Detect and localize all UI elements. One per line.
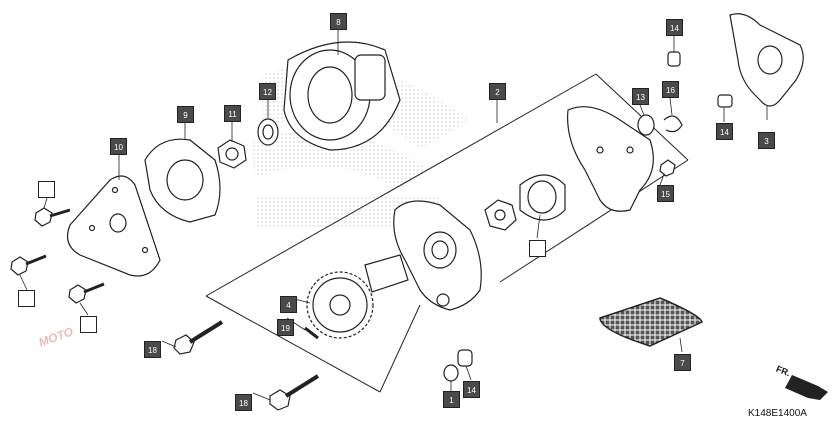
part-4-driven-gear (306, 271, 374, 339)
leader-lines (19, 30, 768, 401)
part-8-rotor-housing (283, 41, 401, 151)
inner-rotor (484, 174, 566, 231)
callout-18-upper[interactable]: 18 (144, 341, 161, 358)
part-13-seal (637, 114, 655, 136)
front-direction-arrow (785, 375, 828, 400)
part-11-nut (217, 139, 247, 169)
callout-14-top[interactable]: 14 (666, 19, 683, 36)
part-1-washer (443, 364, 459, 382)
part-7-oil-strainer (599, 297, 703, 347)
callout-7[interactable]: 7 (674, 354, 691, 371)
callout-14-right[interactable]: 14 (716, 123, 733, 140)
part-12-washer (257, 118, 279, 146)
part-15-bolt (659, 159, 676, 177)
callout-9[interactable]: 9 (177, 106, 194, 123)
callout-4[interactable]: 4 (280, 296, 297, 313)
callout-18-lower[interactable]: 18 (235, 394, 252, 411)
part-18-bolt-lower (269, 374, 320, 411)
callout-blank-bolt-bottom[interactable] (80, 316, 97, 333)
callout-15[interactable]: 15 (657, 185, 674, 202)
diagram-code: K148E1400A (748, 408, 807, 419)
callout-11[interactable]: 11 (224, 105, 241, 122)
part-10-cover-plate (67, 175, 161, 277)
callout-blank-rotor[interactable] (529, 240, 546, 257)
callout-13[interactable]: 13 (632, 88, 649, 105)
part-16-clip (663, 115, 683, 133)
callout-19[interactable]: 19 (277, 319, 294, 336)
callout-3[interactable]: 3 (758, 132, 775, 149)
callout-blank-bolt-left[interactable] (18, 290, 35, 307)
dowel-pins (457, 51, 733, 367)
part-2-pump-body (364, 200, 482, 311)
callout-14-bottom[interactable]: 14 (463, 381, 480, 398)
callout-blank-bolt-top[interactable] (38, 181, 55, 198)
callout-1[interactable]: 1 (443, 391, 460, 408)
part-18-bolt-upper (173, 320, 224, 355)
callout-2[interactable]: 2 (489, 83, 506, 100)
part-19-pin (304, 326, 319, 340)
callout-16[interactable]: 16 (662, 81, 679, 98)
separator-plate (567, 106, 654, 212)
callout-10[interactable]: 10 (110, 138, 127, 155)
callout-12[interactable]: 12 (259, 83, 276, 100)
part-3-plate (729, 13, 804, 107)
cover-bolts (10, 207, 105, 304)
callout-8[interactable]: 8 (330, 13, 347, 30)
part-9-gasket (144, 138, 221, 223)
